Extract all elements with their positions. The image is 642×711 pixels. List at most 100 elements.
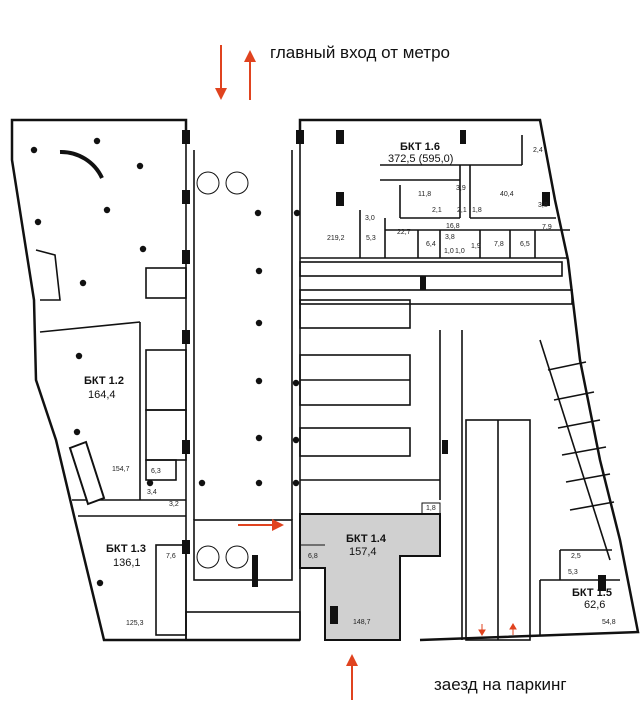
metro-entrance-caption: главный вход от метро — [270, 43, 450, 62]
pier — [182, 130, 190, 144]
bkt-1-6-area: 372,5 (595,0) — [388, 153, 453, 165]
bkt-1-5-name: БКТ 1.5 — [572, 587, 612, 599]
outline-left — [10, 118, 188, 642]
b12-top — [39, 321, 141, 333]
ramp-arrows — [478, 623, 517, 636]
bkt-1-3-name: БКТ 1.3 — [106, 543, 146, 555]
door — [196, 545, 220, 569]
b12-room-b — [145, 409, 187, 461]
room-area: 11,8 — [418, 191, 431, 198]
bay-5 — [565, 473, 611, 483]
bkt-1-2-thick-wall — [68, 440, 106, 506]
col — [255, 377, 263, 385]
bottom-entrance-arrow — [346, 654, 358, 700]
pier — [442, 440, 448, 454]
room-area: 3,8 — [445, 234, 455, 241]
ramp-arrow-up-head — [509, 623, 517, 630]
corridor-row-2 — [299, 289, 573, 305]
col — [103, 206, 111, 214]
door — [196, 171, 220, 195]
room-area: 1,0 — [455, 248, 465, 255]
room-area: 154,7 — [112, 466, 130, 473]
pier — [336, 130, 344, 144]
tl-room — [145, 267, 187, 299]
b12-room-a — [145, 349, 187, 411]
arrow-in-head — [215, 88, 227, 100]
bkt-1-6-name: БКТ 1.6 — [400, 141, 440, 153]
room-area: 1,0 — [444, 248, 454, 255]
bay-1 — [547, 361, 587, 371]
door — [225, 171, 249, 195]
col — [30, 146, 38, 154]
revolving-doors — [196, 171, 249, 569]
entrance-vestibule — [193, 519, 293, 581]
room-area: 2,5 — [571, 553, 581, 560]
pier — [420, 276, 426, 290]
pier — [460, 130, 466, 144]
bkt-1-2-name: БКТ 1.2 — [84, 375, 124, 387]
room-area: 54,8 — [602, 619, 616, 626]
col — [34, 218, 42, 226]
room-area: 148,7 — [353, 619, 371, 626]
col — [75, 352, 83, 360]
side-arrow-head — [272, 519, 284, 531]
pier — [296, 130, 304, 144]
col — [292, 479, 300, 487]
room-area: 6,3 — [151, 468, 161, 475]
pier — [182, 440, 190, 454]
room-area: 22,7 — [397, 229, 411, 236]
room-area: 1,8 — [472, 207, 482, 214]
corridor-row-1 — [299, 261, 563, 277]
side-entrance-arrow — [238, 519, 284, 531]
col — [198, 479, 206, 487]
metro-entrance-arrows — [215, 45, 256, 100]
lift-block-1 — [299, 299, 411, 329]
col — [139, 245, 147, 253]
room-area: 2,1 — [432, 207, 442, 214]
col — [292, 436, 300, 444]
bkt-1-3-area: 136,1 — [113, 557, 141, 569]
room-area: 3,8 — [538, 202, 548, 209]
bay-4 — [561, 446, 607, 456]
bkt-1-4-area: 157,4 — [349, 546, 377, 558]
room-area: 3,9 — [456, 185, 466, 192]
room-area: 6,8 — [308, 553, 318, 560]
atrium-arc — [59, 149, 104, 179]
room-area: 40,4 — [500, 191, 514, 198]
piers — [182, 130, 606, 624]
b13-stair — [155, 544, 187, 636]
col — [79, 279, 87, 287]
ramp-arrow-down-head — [478, 629, 486, 636]
col — [255, 479, 263, 487]
col — [96, 579, 104, 587]
room-area: 1,9 — [471, 243, 481, 250]
room-area: 5,3 — [568, 569, 578, 576]
pier — [542, 192, 550, 206]
room-areas: 11,8 2,1 16,8 2,1 1,8 3,9 40,4 2,4 3,8 3… — [112, 147, 616, 627]
room-area: 219,2 — [327, 235, 345, 242]
col — [292, 379, 300, 387]
room-area: 7,8 — [494, 241, 504, 248]
bay-2 — [553, 391, 595, 401]
arrow-out-head — [244, 50, 256, 62]
col — [255, 267, 263, 275]
room-area: 3,0 — [365, 215, 375, 222]
col — [255, 319, 263, 327]
bkt-1-4-small — [421, 502, 441, 515]
room-area: 2,1 — [457, 207, 467, 214]
columns — [30, 137, 301, 587]
col — [293, 209, 301, 217]
bay-edge — [539, 339, 611, 561]
pier — [182, 330, 190, 344]
room-area: 3,4 — [147, 489, 157, 496]
bay-6 — [569, 501, 615, 511]
bkt-1-4-name: БКТ 1.4 — [346, 533, 387, 545]
col — [73, 428, 81, 436]
room-area: 1,8 — [426, 505, 436, 512]
room-area: 2,4 — [533, 147, 543, 154]
door — [225, 545, 249, 569]
col — [254, 209, 262, 217]
bottom-gallery — [185, 611, 301, 641]
bkt-1-2-area: 164,4 — [88, 389, 116, 401]
